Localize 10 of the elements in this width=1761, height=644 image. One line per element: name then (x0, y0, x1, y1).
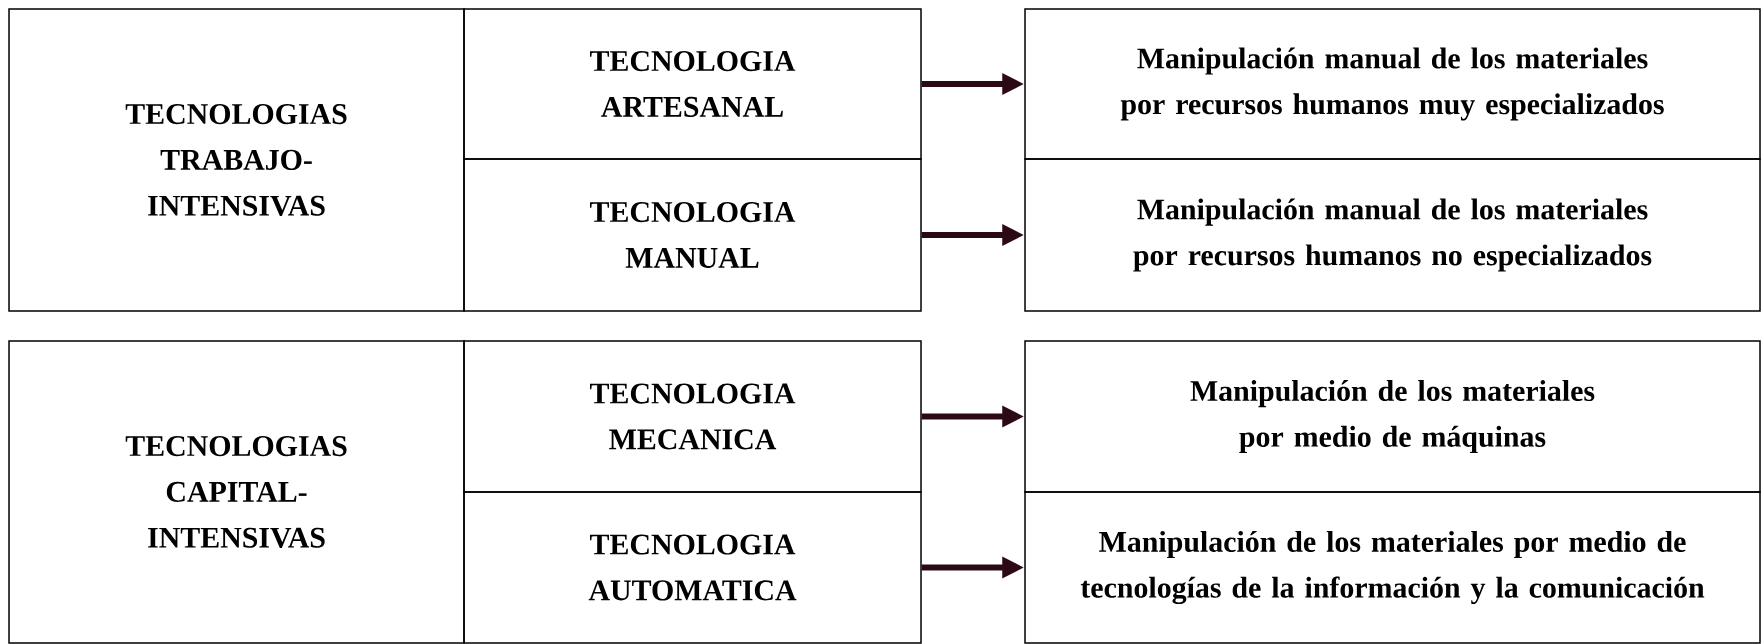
technology-cell: TECNOLOGIA ARTESANAL (463, 8, 922, 160)
description-box: Manipulación manual de los materiales por recursos humanos no especializados (1024, 158, 1761, 312)
category-box: TECNOLOGIAS TRABAJO-INTENSIVAS (8, 8, 465, 312)
description-box: Manipulación de los materiales por medio de tecnologías de la información y la comunicación (1024, 491, 1761, 644)
technology-cell: TECNOLOGIA MECANICA (463, 340, 922, 493)
category-box: TECNOLOGIAS CAPITAL-INTENSIVAS (8, 340, 465, 644)
description-box: Manipulación de los materiales por medio de máquinas (1024, 340, 1761, 493)
technology-cell: TECNOLOGIA MANUAL (463, 158, 922, 312)
description-box: Manipulación manual de los materiales por recursos humanos muy especializados (1024, 8, 1761, 160)
technology-cell: TECNOLOGIA AUTOMATICA (463, 491, 922, 644)
